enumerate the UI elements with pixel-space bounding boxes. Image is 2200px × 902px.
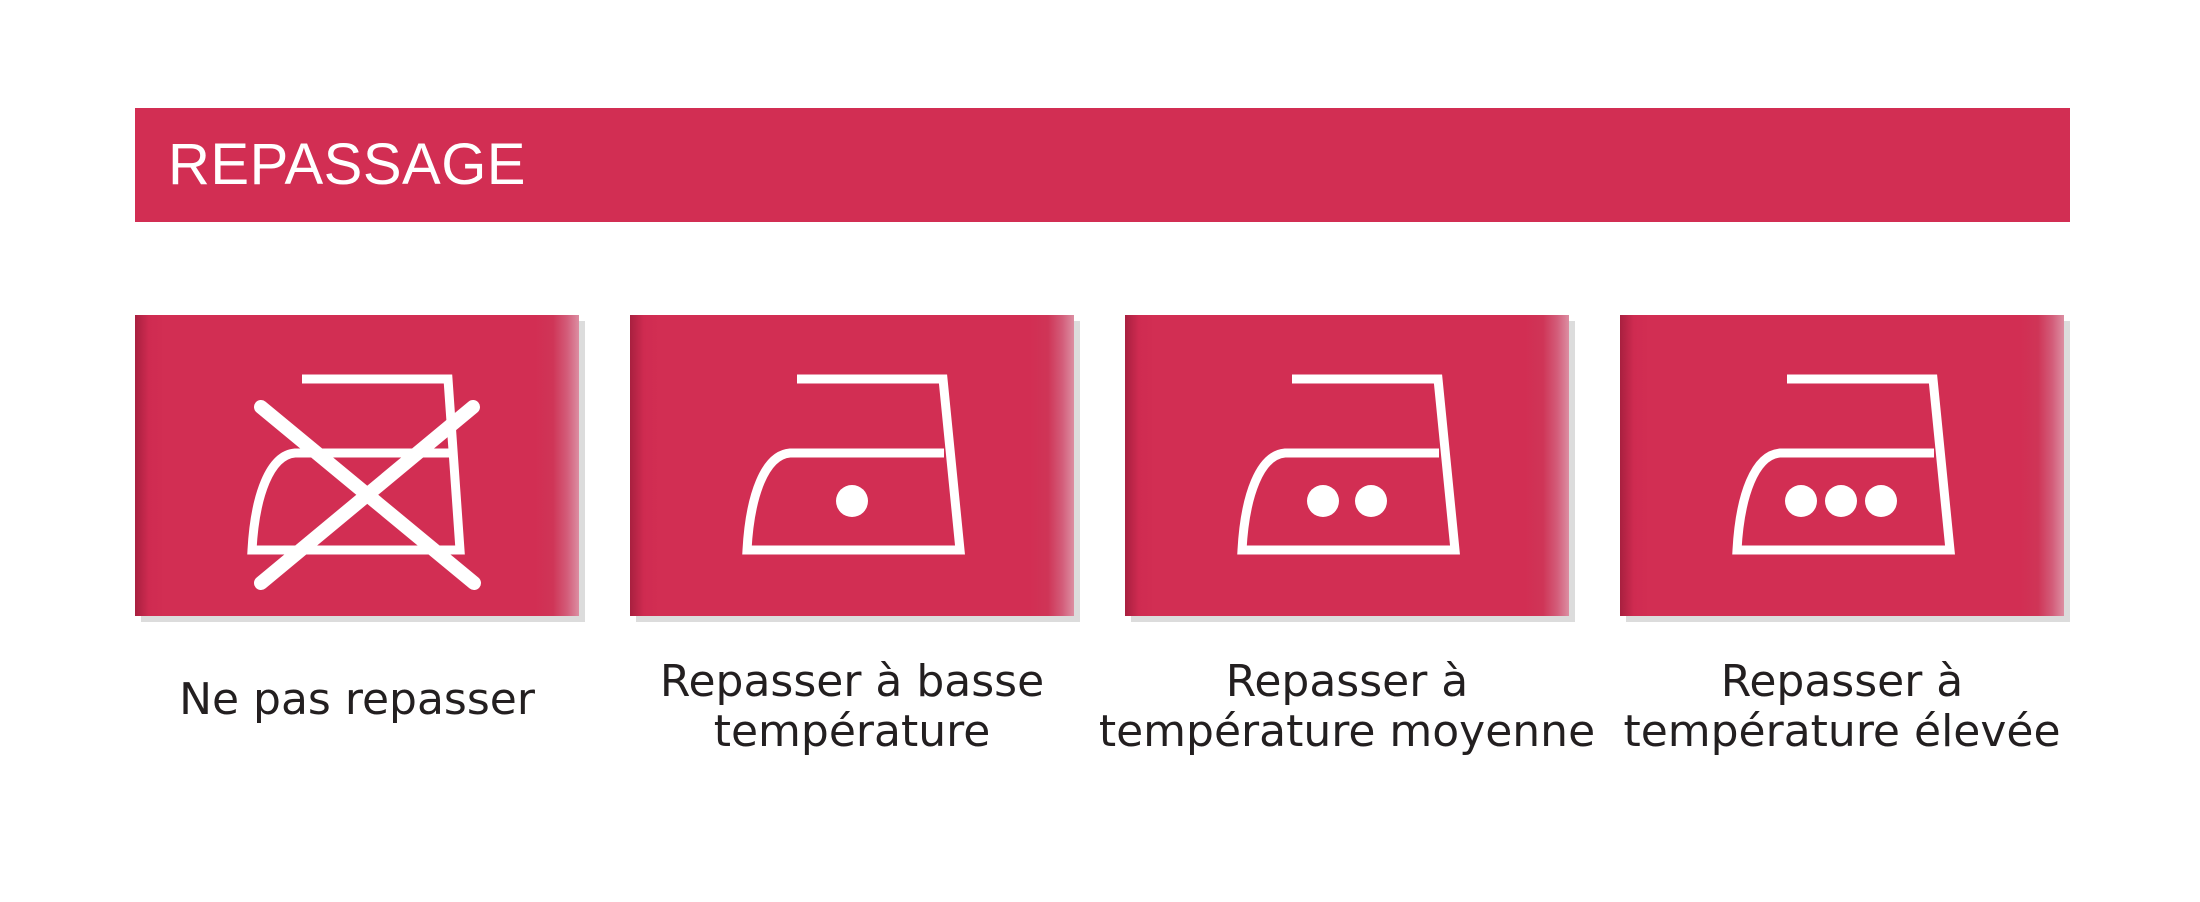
- symbol-tag: [1125, 315, 1569, 616]
- care-symbol-caption: Repasser à basse température: [659, 656, 1045, 757]
- symbol-tag: [630, 315, 1074, 616]
- care-symbol-card-no-ironing: Ne pas repasser: [135, 315, 579, 725]
- care-symbol-card-medium-temperature: Repasser à température moyenne: [1099, 315, 1595, 757]
- care-symbol-caption: Repasser à température moyenne: [1098, 656, 1596, 757]
- care-symbol-caption: Repasser à température élevée: [1623, 656, 2061, 757]
- iron-medium-temperature-icon: [1237, 374, 1460, 555]
- iron-high-temperature-icon: [1732, 374, 1955, 555]
- section-banner: REPASSAGE: [135, 108, 2070, 222]
- section-title: REPASSAGE: [168, 132, 526, 197]
- care-symbol-caption: Ne pas repasser: [179, 674, 535, 725]
- iron-low-temperature-icon: [742, 374, 965, 555]
- care-symbol-card-high-temperature: Repasser à température élevée: [1620, 315, 2064, 757]
- symbol-tag: [135, 315, 579, 616]
- no-ironing-icon: [247, 374, 481, 590]
- care-symbol-card-low-temperature: Repasser à basse température: [630, 315, 1074, 757]
- symbol-tag: [1620, 315, 2064, 616]
